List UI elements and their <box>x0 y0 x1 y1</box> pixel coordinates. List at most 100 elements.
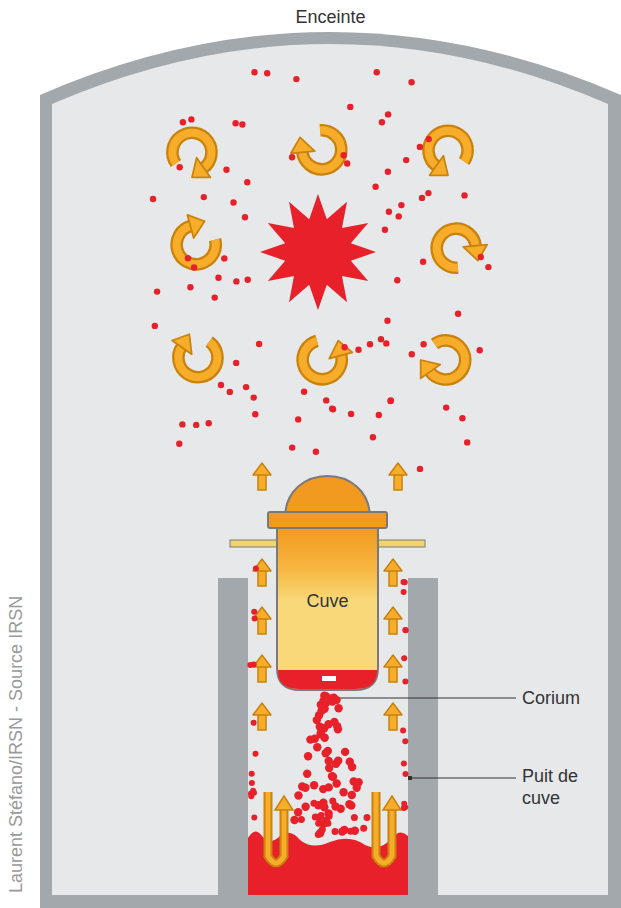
particle <box>417 466 423 472</box>
vessel-body <box>277 528 378 690</box>
particle <box>420 259 426 265</box>
particle <box>417 144 423 150</box>
particle <box>289 154 295 160</box>
leader-line <box>336 698 516 699</box>
particle <box>364 814 371 821</box>
callout-label: Corium <box>522 687 612 709</box>
particle <box>329 773 337 781</box>
containment: EnceinteCuve <box>40 0 621 895</box>
particle <box>321 734 329 742</box>
particle <box>152 323 158 329</box>
particle <box>401 579 407 585</box>
particle <box>383 340 389 346</box>
pit-wall <box>218 578 248 895</box>
particle <box>337 805 345 813</box>
particle <box>221 255 227 261</box>
particle <box>330 406 336 412</box>
particle <box>461 192 467 198</box>
particle <box>250 788 256 794</box>
particle <box>218 382 224 388</box>
particle <box>329 405 335 411</box>
particle <box>372 184 378 190</box>
particle <box>193 422 199 428</box>
vessel-flange <box>268 512 387 528</box>
particle <box>294 808 302 816</box>
particle <box>326 813 333 820</box>
particle <box>249 780 255 786</box>
particle <box>400 728 406 734</box>
particle <box>242 214 248 220</box>
particle <box>341 748 349 756</box>
particle <box>251 609 257 615</box>
particle <box>341 344 347 350</box>
part-label: Cuve <box>306 590 348 612</box>
particle <box>313 743 321 751</box>
particle <box>251 815 257 821</box>
particle <box>425 190 431 196</box>
particle <box>401 655 407 661</box>
particle <box>313 449 319 455</box>
particle <box>298 816 305 823</box>
callout-label: Puit de cuve <box>522 765 594 809</box>
particle <box>177 164 183 170</box>
particle <box>191 264 197 270</box>
particle <box>230 199 236 205</box>
particle <box>245 277 251 283</box>
particle <box>289 444 295 450</box>
particle <box>396 213 402 219</box>
particle <box>341 152 347 158</box>
particle <box>403 627 409 633</box>
particle <box>253 751 259 757</box>
particle <box>420 341 426 347</box>
particle <box>251 720 257 726</box>
particle <box>398 202 404 208</box>
particle <box>233 360 239 366</box>
particle <box>338 827 346 835</box>
particle <box>301 389 307 395</box>
particle <box>347 104 353 110</box>
reactor-vessel: Cuve <box>277 468 378 690</box>
particle <box>306 735 314 743</box>
particle <box>244 179 250 185</box>
breach <box>322 676 336 681</box>
particle <box>477 347 483 353</box>
particle <box>303 770 311 778</box>
particle <box>378 336 384 342</box>
particle <box>188 116 194 122</box>
particle <box>185 255 191 261</box>
particle <box>180 119 186 125</box>
particle <box>464 439 470 445</box>
particle <box>402 804 408 810</box>
particle <box>212 294 218 300</box>
particle <box>298 782 306 790</box>
particle <box>485 264 491 270</box>
particle <box>355 347 361 353</box>
particle <box>206 420 212 426</box>
particle <box>455 311 461 317</box>
particle <box>382 227 388 233</box>
pipe <box>377 540 425 547</box>
particle <box>459 415 465 421</box>
particle <box>354 778 362 786</box>
particle <box>247 662 253 668</box>
particle <box>187 284 193 290</box>
particle <box>325 764 333 772</box>
particle <box>320 699 328 707</box>
particle <box>334 704 342 712</box>
particle <box>264 70 270 76</box>
particle <box>293 76 299 82</box>
particle <box>176 441 182 447</box>
particle <box>328 772 336 780</box>
particle <box>333 722 341 730</box>
pipe <box>230 540 278 547</box>
particle <box>401 589 407 595</box>
particle <box>223 167 229 173</box>
particle <box>403 771 409 777</box>
particle <box>252 616 258 622</box>
particle <box>334 757 342 765</box>
particle <box>345 800 353 808</box>
particle <box>386 209 392 215</box>
particle <box>387 398 393 404</box>
particle <box>348 791 356 799</box>
watermark: Laurent Stéfano/IRSN - Source IRSN <box>6 596 26 893</box>
